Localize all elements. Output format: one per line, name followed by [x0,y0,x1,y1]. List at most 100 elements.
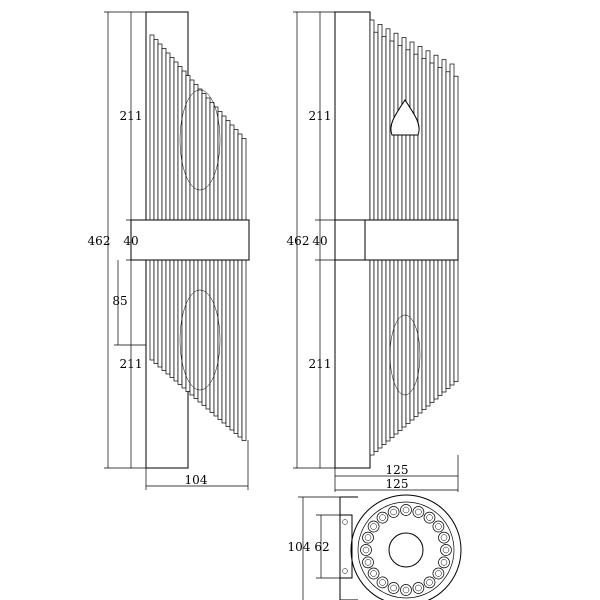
top-crystal-rod [387,582,400,594]
side-band-height-label: 40 [123,234,138,248]
front-lower-rod [389,259,395,438]
side-upper-rod [209,102,215,221]
side-lower-rod [185,259,191,392]
front-upper-length-label: 211 [309,109,332,123]
front-lower-rod [445,259,451,389]
side-upper-rod [157,43,163,221]
top-crystal-rod-inner [379,514,386,521]
top-crystal-rods [360,504,452,596]
side-lower-rod [149,259,155,361]
side-lower-rod [153,259,159,364]
top-width-label: 125 [386,477,409,491]
side-lower-rod [181,259,187,389]
top-crystal-rod-inner [370,523,377,530]
front-upper-rod [369,19,375,221]
front-width-label: 125 [386,463,409,477]
side-view: 462 211 40 85 211 104 [88,11,250,490]
front-lower-length-label: 211 [309,357,332,371]
side-lower-rod [193,259,199,399]
side-lower-rod [229,259,235,431]
side-upper-rod [217,111,223,221]
front-lower-rod [433,259,439,400]
top-crystal-rod [362,556,374,569]
top-crystal-rod-inner [440,534,448,541]
side-upper-rod [225,120,231,221]
top-crystal-rod [367,567,380,580]
top-crystal-rod-inner [440,559,448,566]
front-lower-rod [385,259,391,442]
front-lower-rod [425,259,431,407]
side-upper-rod [153,39,159,221]
top-crystal-rod-inner [415,584,422,592]
front-band [334,219,459,261]
side-upper-rods [149,34,247,221]
side-upper-rod [181,70,187,221]
top-mount-depth-label: 62 [314,540,329,554]
front-total-height-label: 462 [287,234,310,248]
side-upper-rod [221,115,227,221]
side-total-height-label: 462 [88,234,111,248]
top-crystal-rod [432,520,445,533]
side-band [130,219,250,261]
front-lower-rod [441,259,447,393]
front-upper-rod [373,31,379,221]
side-lower-rod [205,259,211,410]
top-crystal-rod-inner [379,579,386,586]
side-lower-rod [209,259,215,413]
side-mount-height-label: 85 [112,294,127,308]
front-upper-rod [453,75,459,221]
front-view: 462 211 40 211 125 [287,11,459,492]
side-upper-rod [233,129,239,221]
top-crystal-rod [400,584,412,596]
front-band-height-label: 40 [312,234,327,248]
side-upper-oval [179,89,221,191]
side-lower-oval [179,289,221,391]
side-lower-rod [201,259,207,406]
side-lower-rods [149,259,247,441]
top-crystal-rod [432,567,445,580]
side-lower-rod [197,259,203,403]
side-upper-rod [241,138,247,221]
side-lower-rod [225,259,231,427]
front-upper-rod [433,54,439,221]
top-crystal-rod [423,511,436,524]
front-bulb-shape [390,99,420,136]
top-view: 125 104 62 [288,477,462,600]
top-crystal-rod-inner [435,570,442,577]
top-mount-block [339,514,353,579]
top-center-socket [388,532,424,568]
side-lower-rod [165,259,171,375]
side-lower-rod [221,259,227,424]
top-crystal-rod-inner [364,559,372,566]
top-crystal-rod [438,531,450,544]
side-upper-rod [165,52,171,221]
front-lower-oval [389,314,421,396]
top-crystal-rod-inner [426,514,433,521]
top-screw-hole-upper [342,519,348,525]
top-crystal-rod [387,506,400,518]
front-upper-rod [441,59,447,221]
top-crystal-rod [423,576,436,589]
front-lower-rod [397,259,403,431]
top-crystal-rod [362,531,374,544]
side-upper-rod [237,133,243,221]
top-crystal-rod [400,504,412,516]
side-upper-rod [161,48,167,221]
top-inner-ring [357,501,455,599]
front-lower-rod [405,259,411,424]
top-crystal-rod [376,576,389,589]
top-crystal-rod-inner [415,508,422,516]
top-crystal-rod-inner [370,570,377,577]
side-upper-rod [189,79,195,221]
front-upper-rod [381,36,387,221]
top-crystal-rod-inner [362,546,370,554]
side-upper-rod [169,57,175,221]
front-upper-rod [425,50,431,221]
top-crystal-rod [412,582,425,594]
top-crystal-rod-inner [426,579,433,586]
side-depth-label: 104 [185,473,208,487]
front-lower-rod [377,259,383,449]
top-outer-ring [350,494,462,600]
side-lower-rod [169,259,175,378]
